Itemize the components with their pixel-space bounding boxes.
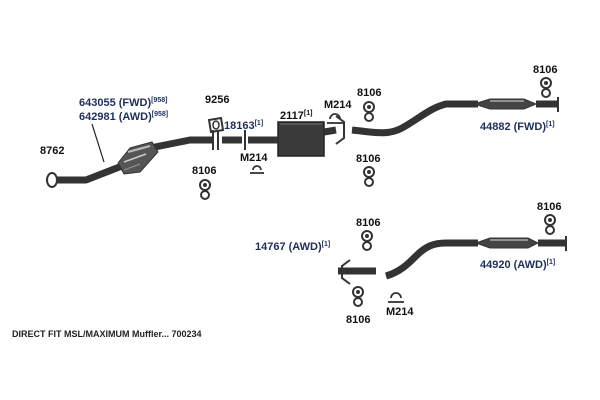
- part-label-m214: M214: [324, 99, 352, 111]
- part-label-642981: 642981 (AWD)[958]: [79, 111, 168, 123]
- part-label-2117: 2117[1]: [280, 110, 312, 122]
- clamp-icon[interactable]: [388, 292, 404, 303]
- part-label-8106: 8106: [346, 314, 370, 326]
- part-label-643055: 643055 (FWD)[958]: [79, 97, 167, 109]
- leader-line: [91, 123, 105, 163]
- part-label-m214: M214: [386, 306, 414, 318]
- tailpipe-awd[interactable]: [384, 236, 567, 280]
- part-label-14767: 14767 (AWD)[1]: [255, 241, 330, 253]
- part-label-8106: 8106: [356, 217, 380, 229]
- hanger-icon[interactable]: [540, 77, 552, 98]
- part-label-9256: 9256: [205, 94, 229, 106]
- hanger-icon[interactable]: [363, 101, 375, 122]
- clamp-icon[interactable]: [250, 165, 264, 174]
- flange-joint: [212, 130, 219, 150]
- part-label-18163: 18163[1]: [224, 120, 263, 132]
- part-label-m214: M214: [240, 152, 268, 164]
- part-label-8106: 8106: [533, 64, 557, 76]
- part-label-8106: 8106: [356, 153, 380, 165]
- hanger-icon[interactable]: [361, 230, 373, 251]
- tailpipe-fwd[interactable]: [335, 97, 559, 145]
- footer-caption: DIRECT FIT MSL/MAXIMUM Muffler... 700234: [12, 329, 202, 339]
- part-label-44882: 44882 (FWD)[1]: [480, 121, 555, 133]
- part-label-44920: 44920 (AWD)[1]: [480, 259, 555, 271]
- part-label-8106: 8106: [537, 201, 561, 213]
- front-pipe[interactable]: [46, 162, 124, 188]
- gasket-part[interactable]: [207, 116, 225, 134]
- intermediate-pipe-awd[interactable]: [338, 259, 376, 285]
- hanger-icon[interactable]: [352, 286, 364, 307]
- catalytic-converter[interactable]: [117, 136, 212, 175]
- part-label-8106: 8106: [192, 165, 216, 177]
- part-label-8762: 8762: [40, 145, 64, 157]
- hanger-icon[interactable]: [199, 179, 211, 200]
- muffler[interactable]: [272, 121, 337, 157]
- pipe-18163[interactable]: [222, 130, 272, 150]
- part-label-8106: 8106: [357, 87, 381, 99]
- hanger-icon[interactable]: [544, 214, 556, 235]
- hanger-icon[interactable]: [363, 166, 375, 187]
